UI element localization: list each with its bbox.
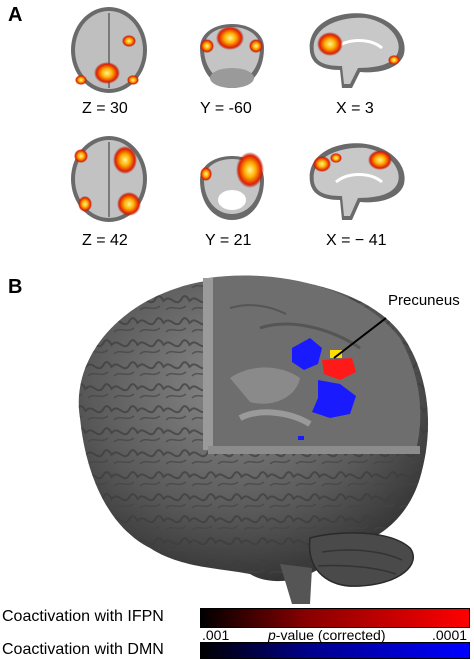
panel-a-letter: A — [8, 4, 23, 26]
dmn-colorbar — [200, 642, 470, 659]
legend-pvalue-rest: -value (corrected) — [275, 627, 386, 643]
coord-label-z30: Z = 30 — [82, 100, 128, 117]
legend-ifpn-label: Coactivation with IFPN — [2, 608, 164, 625]
coord-label-z42: Z = 42 — [82, 232, 128, 249]
coord-label-x3: X = 3 — [336, 100, 374, 117]
sagittal-slice-x3 — [309, 13, 405, 89]
legend-pvalue-label: p-value (corrected) — [268, 627, 386, 643]
sagittal-slice-x-41 — [309, 143, 405, 220]
coronal-slice-y-60 — [200, 24, 264, 88]
precuneus-annotation: Precuneus — [388, 292, 460, 309]
coord-label-y-60: Y = -60 — [200, 100, 252, 117]
ifpn-colorbar — [200, 608, 470, 628]
coronal-slice-y21 — [200, 152, 264, 220]
legend-tick-low: .001 — [202, 627, 230, 643]
panel-b-letter: B — [8, 276, 23, 298]
coord-label-x-41: X = − 41 — [326, 232, 387, 249]
legend-pvalue-italic: p — [268, 627, 276, 643]
brain-3d-render — [78, 275, 429, 604]
legend-dmn-label: Coactivation with DMN — [2, 641, 164, 658]
axial-slice-z30 — [71, 7, 147, 93]
coord-label-y21: Y = 21 — [205, 232, 252, 249]
axial-slice-z42 — [71, 136, 147, 222]
legend-tick-high: .0001 — [432, 627, 468, 643]
